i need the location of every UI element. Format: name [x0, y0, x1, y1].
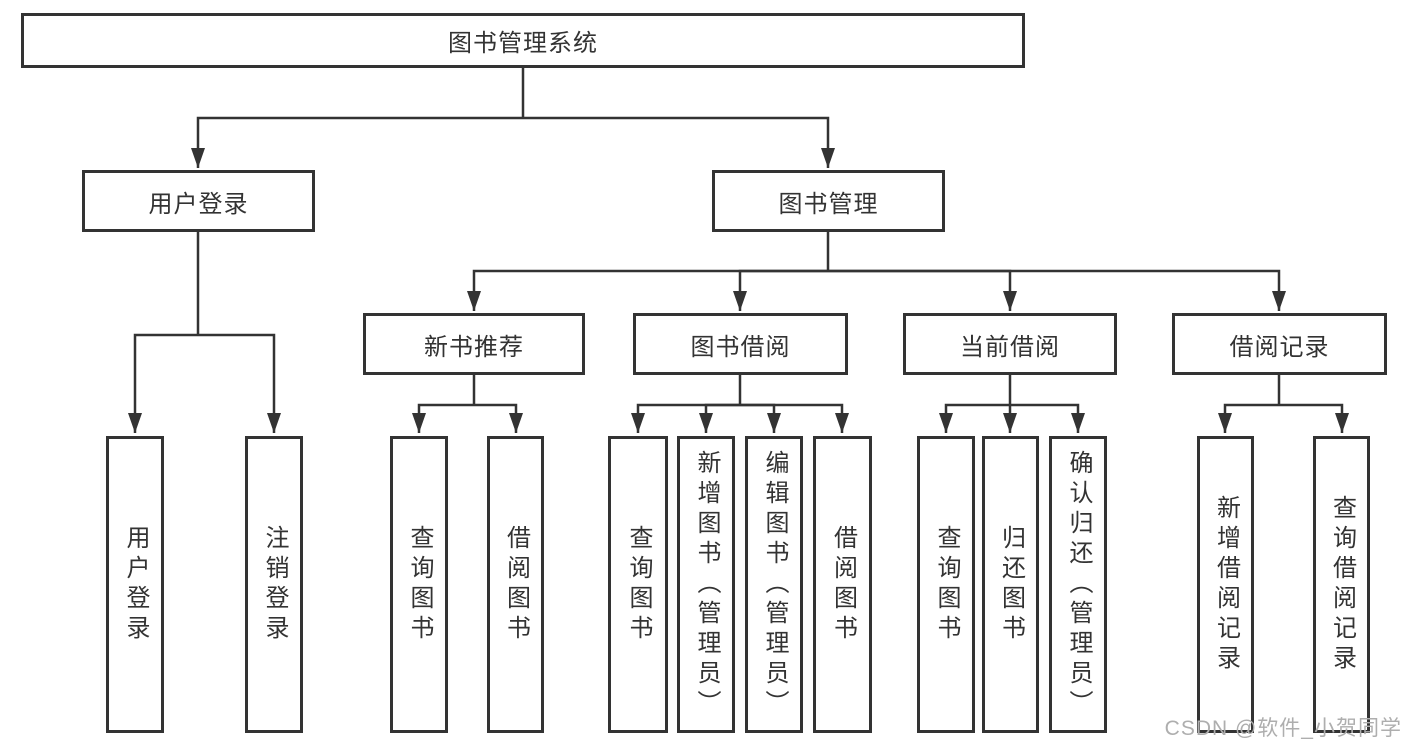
node-user-login: 用户登录 — [82, 170, 315, 232]
leaf-add-borrowing-record: 新增借阅记录 — [1197, 436, 1254, 733]
leaf-logout: 注销登录 — [245, 436, 303, 733]
node-book-management: 图书管理 — [712, 170, 945, 232]
node-current-borrowing: 当前借阅 — [903, 313, 1117, 375]
leaf-add-books-admin: 新增图书（管理员） — [677, 436, 735, 733]
node-borrowing-records: 借阅记录 — [1172, 313, 1387, 375]
leaf-edit-books-admin: 编辑图书（管理员） — [745, 436, 803, 733]
leaf-search-books-recommend: 查询图书 — [390, 436, 448, 733]
leaf-user-login: 用户登录 — [106, 436, 164, 733]
node-book-borrowing: 图书借阅 — [633, 313, 848, 375]
leaf-search-books-current: 查询图书 — [917, 436, 975, 733]
node-new-book-recommendation: 新书推荐 — [363, 313, 585, 375]
leaf-return-books: 归还图书 — [982, 436, 1039, 733]
leaf-borrow-books-recommend: 借阅图书 — [487, 436, 544, 733]
leaf-search-books-borrowing: 查询图书 — [608, 436, 668, 733]
leaf-borrow-books-borrowing: 借阅图书 — [813, 436, 872, 733]
node-library-management-system: 图书管理系统 — [21, 13, 1025, 68]
leaf-search-borrowing-record: 查询借阅记录 — [1313, 436, 1370, 733]
leaf-confirm-return-admin: 确认归还（管理员） — [1049, 436, 1107, 733]
csdn-watermark: CSDN @软件_小贺同学 — [1164, 717, 1402, 740]
